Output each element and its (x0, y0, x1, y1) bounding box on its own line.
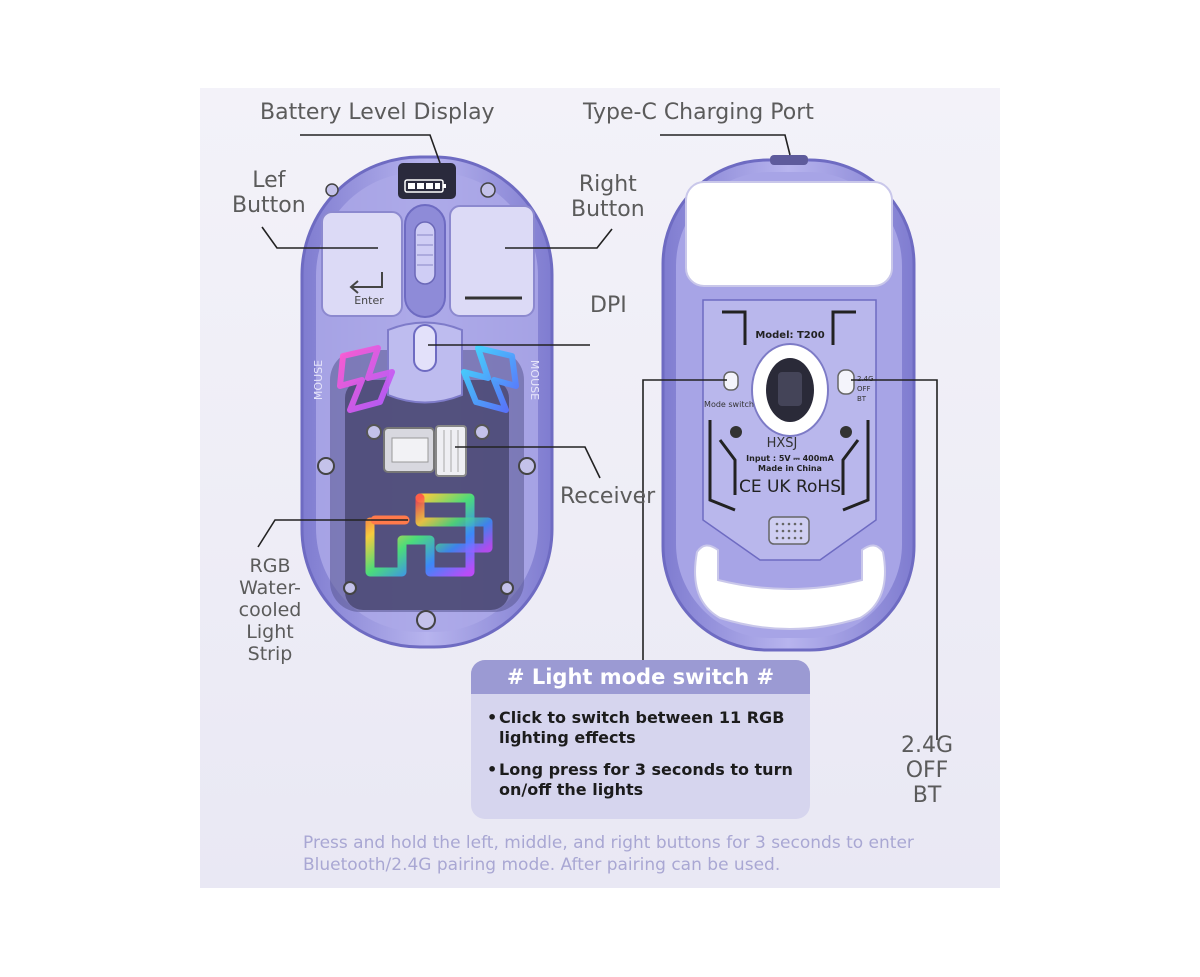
mouse-top-view: Enter MOUSE MOUSE (300, 155, 554, 649)
dpi-button (413, 324, 437, 372)
cert-marks: CE UK RoHS (739, 477, 841, 497)
pairing-instructions: Press and hold the left, middle, and rig… (303, 833, 914, 875)
switch-small-bt: BT (857, 395, 867, 403)
battery-display (398, 163, 456, 199)
mode-switch (837, 369, 855, 395)
callout-item-text: Long press for 3 seconds to turn on/off … (499, 760, 793, 799)
callout-item-text: Click to switch between 11 RGB lighting … (499, 708, 785, 747)
label-receiver: Receiver (560, 484, 656, 509)
callout-list: •Click to switch between 11 RGB lighting… (471, 694, 810, 800)
left-click-key (321, 211, 403, 317)
label-dpi: DPI (590, 293, 627, 318)
mouse-bottom-view: Model: T200 Mode switch 2.4G OFF BT HXSJ… (661, 155, 916, 652)
label-rgb-strip: RGB Water- cooled Light Strip (238, 555, 302, 665)
label-battery-display: Battery Level Display (260, 100, 495, 125)
light-mode-callout: # Light mode switch # •Click to switch b… (471, 660, 810, 819)
switch-small-24g: 2.4G (857, 375, 874, 383)
bullet-icon: • (487, 708, 498, 727)
bullet-icon: • (487, 760, 498, 779)
origin-text: Made in China (758, 464, 822, 473)
enter-key-label: Enter (354, 294, 384, 307)
model-text: Model: T200 (755, 330, 824, 341)
label-right-button: Right Button (571, 172, 645, 222)
callout-item: •Click to switch between 11 RGB lighting… (487, 708, 798, 748)
label-left-button: Lef Button (232, 168, 306, 218)
callout-title: # Light mode switch # (471, 660, 810, 694)
label-mode-switch: 2.4G OFF BT (900, 733, 954, 808)
side-text-right: MOUSE (528, 360, 541, 400)
bottom-skate-pad (694, 544, 886, 630)
type-c-port (770, 155, 808, 165)
right-click-key (449, 205, 535, 317)
switch-small-off: OFF (857, 385, 871, 393)
brand-text: HXSJ (767, 436, 798, 451)
callout-item: •Long press for 3 seconds to turn on/off… (487, 760, 798, 800)
input-text: Input : 5V ⎓ 400mA (746, 454, 834, 463)
optical-sensor (751, 343, 829, 437)
leader-lines (257, 134, 938, 740)
usb-receiver (383, 425, 467, 477)
mode-switch-small-text: Mode switch (704, 400, 754, 409)
mode-switch-left (723, 371, 739, 391)
label-type-c-port: Type-C Charging Port (583, 100, 814, 125)
side-text-left: MOUSE (312, 360, 325, 400)
